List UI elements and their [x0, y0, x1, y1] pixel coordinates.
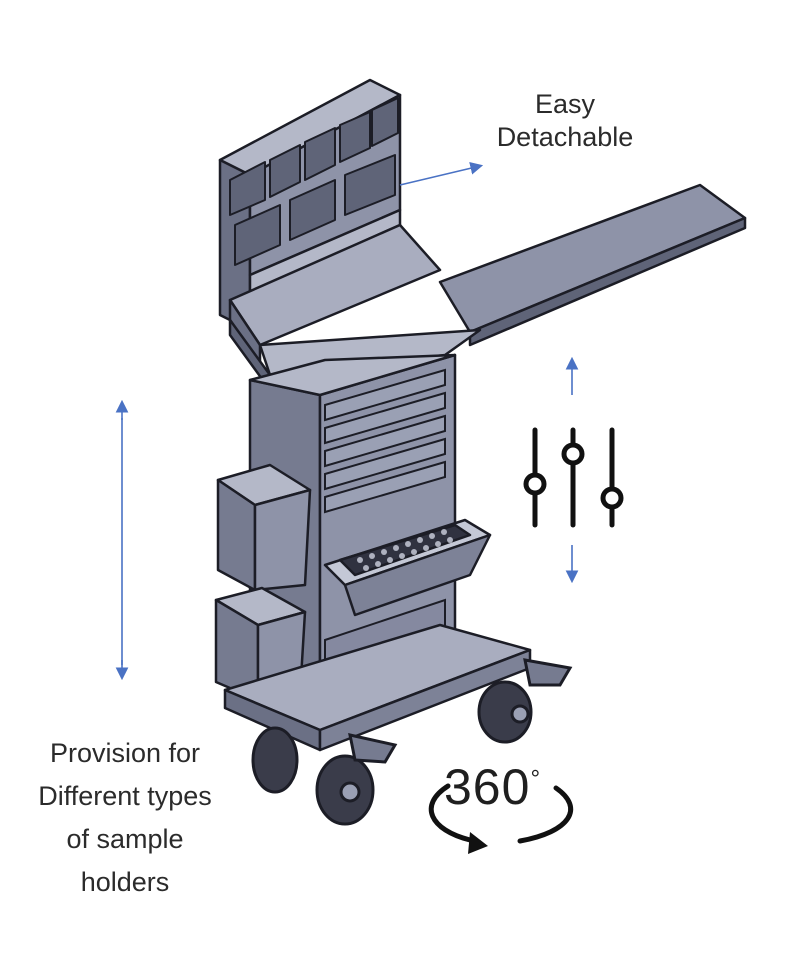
base-platform	[223, 623, 532, 752]
detachable-line2: Detachable	[496, 122, 634, 152]
drawer-stack	[324, 368, 446, 514]
rotation-degree: °	[530, 765, 542, 793]
detachable-arrow	[399, 161, 484, 186]
detachable-label: Easy Detachable	[470, 88, 660, 154]
detachable-line1: Easy	[534, 89, 596, 119]
detachable-shelf	[438, 183, 747, 347]
sample-holder-grid	[357, 529, 453, 571]
caster-wheels	[251, 658, 573, 826]
sliders-icon	[523, 427, 624, 528]
provision-line2: Different types	[38, 781, 212, 811]
provision-line3: of sample	[66, 824, 184, 854]
rotation-number: 360	[444, 759, 531, 815]
provision-line4: holders	[80, 867, 170, 897]
top-bin-rack	[218, 78, 402, 332]
rotate-360-icon	[428, 783, 574, 854]
provision-label: Provision for Different types of sample …	[10, 732, 240, 904]
rotation-label: 360°	[444, 758, 541, 816]
provision-line1: Provision for	[49, 738, 201, 768]
side-holder-upper	[216, 463, 312, 592]
